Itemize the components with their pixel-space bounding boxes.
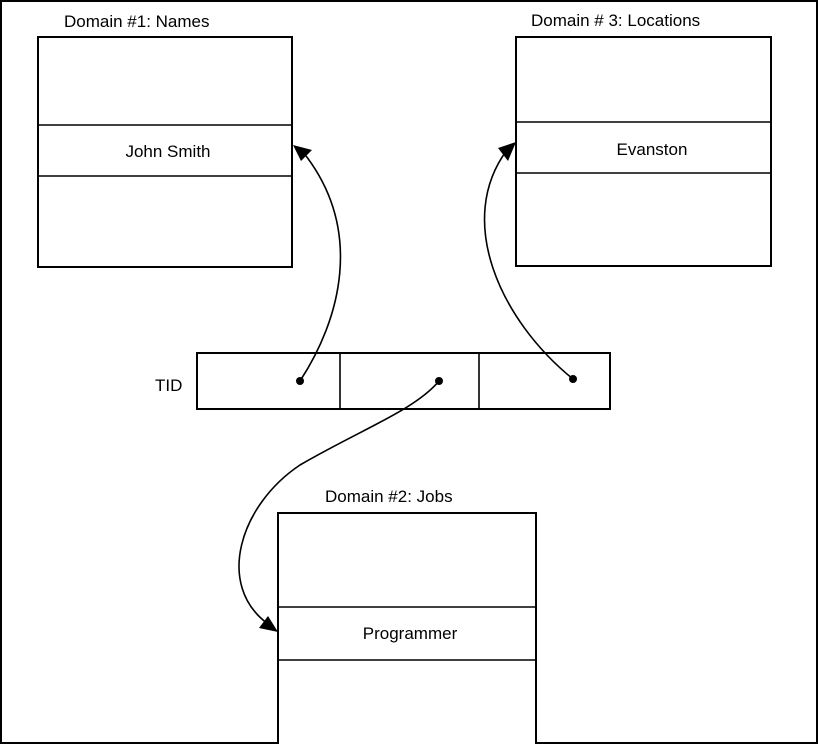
pointer-to-names — [293, 145, 342, 385]
domain-jobs-title: Domain #2: Jobs — [325, 487, 453, 506]
tid-tuple: TID — [155, 352, 611, 410]
tid-box — [196, 352, 611, 410]
domain-jobs: Domain #2: Jobs Programmer — [277, 487, 537, 744]
domain-locations-title: Domain # 3: Locations — [531, 11, 700, 30]
pointer-to-locations — [483, 142, 577, 383]
pointer-arrow-names — [299, 151, 342, 382]
pointer-arrow-locations — [483, 149, 574, 380]
domain-locations-entry: Evanston — [617, 140, 688, 159]
domain-jobs-box — [277, 512, 537, 744]
pointer-to-jobs — [238, 377, 443, 632]
arrowhead-jobs — [259, 616, 278, 632]
domain-names-entry: John Smith — [125, 142, 210, 161]
arrowhead-names — [293, 145, 312, 161]
domain-names-box — [37, 36, 293, 268]
domain-names: Domain #1: Names John Smith — [37, 12, 293, 268]
pointer-arrow-jobs — [238, 380, 440, 625]
arrowhead-locations — [498, 142, 516, 161]
tid-label: TID — [155, 376, 182, 395]
domain-locations: Domain # 3: Locations Evanston — [515, 11, 772, 267]
domain-locations-box — [515, 36, 772, 267]
domain-names-title: Domain #1: Names — [64, 12, 210, 31]
domain-jobs-entry: Programmer — [363, 624, 458, 643]
